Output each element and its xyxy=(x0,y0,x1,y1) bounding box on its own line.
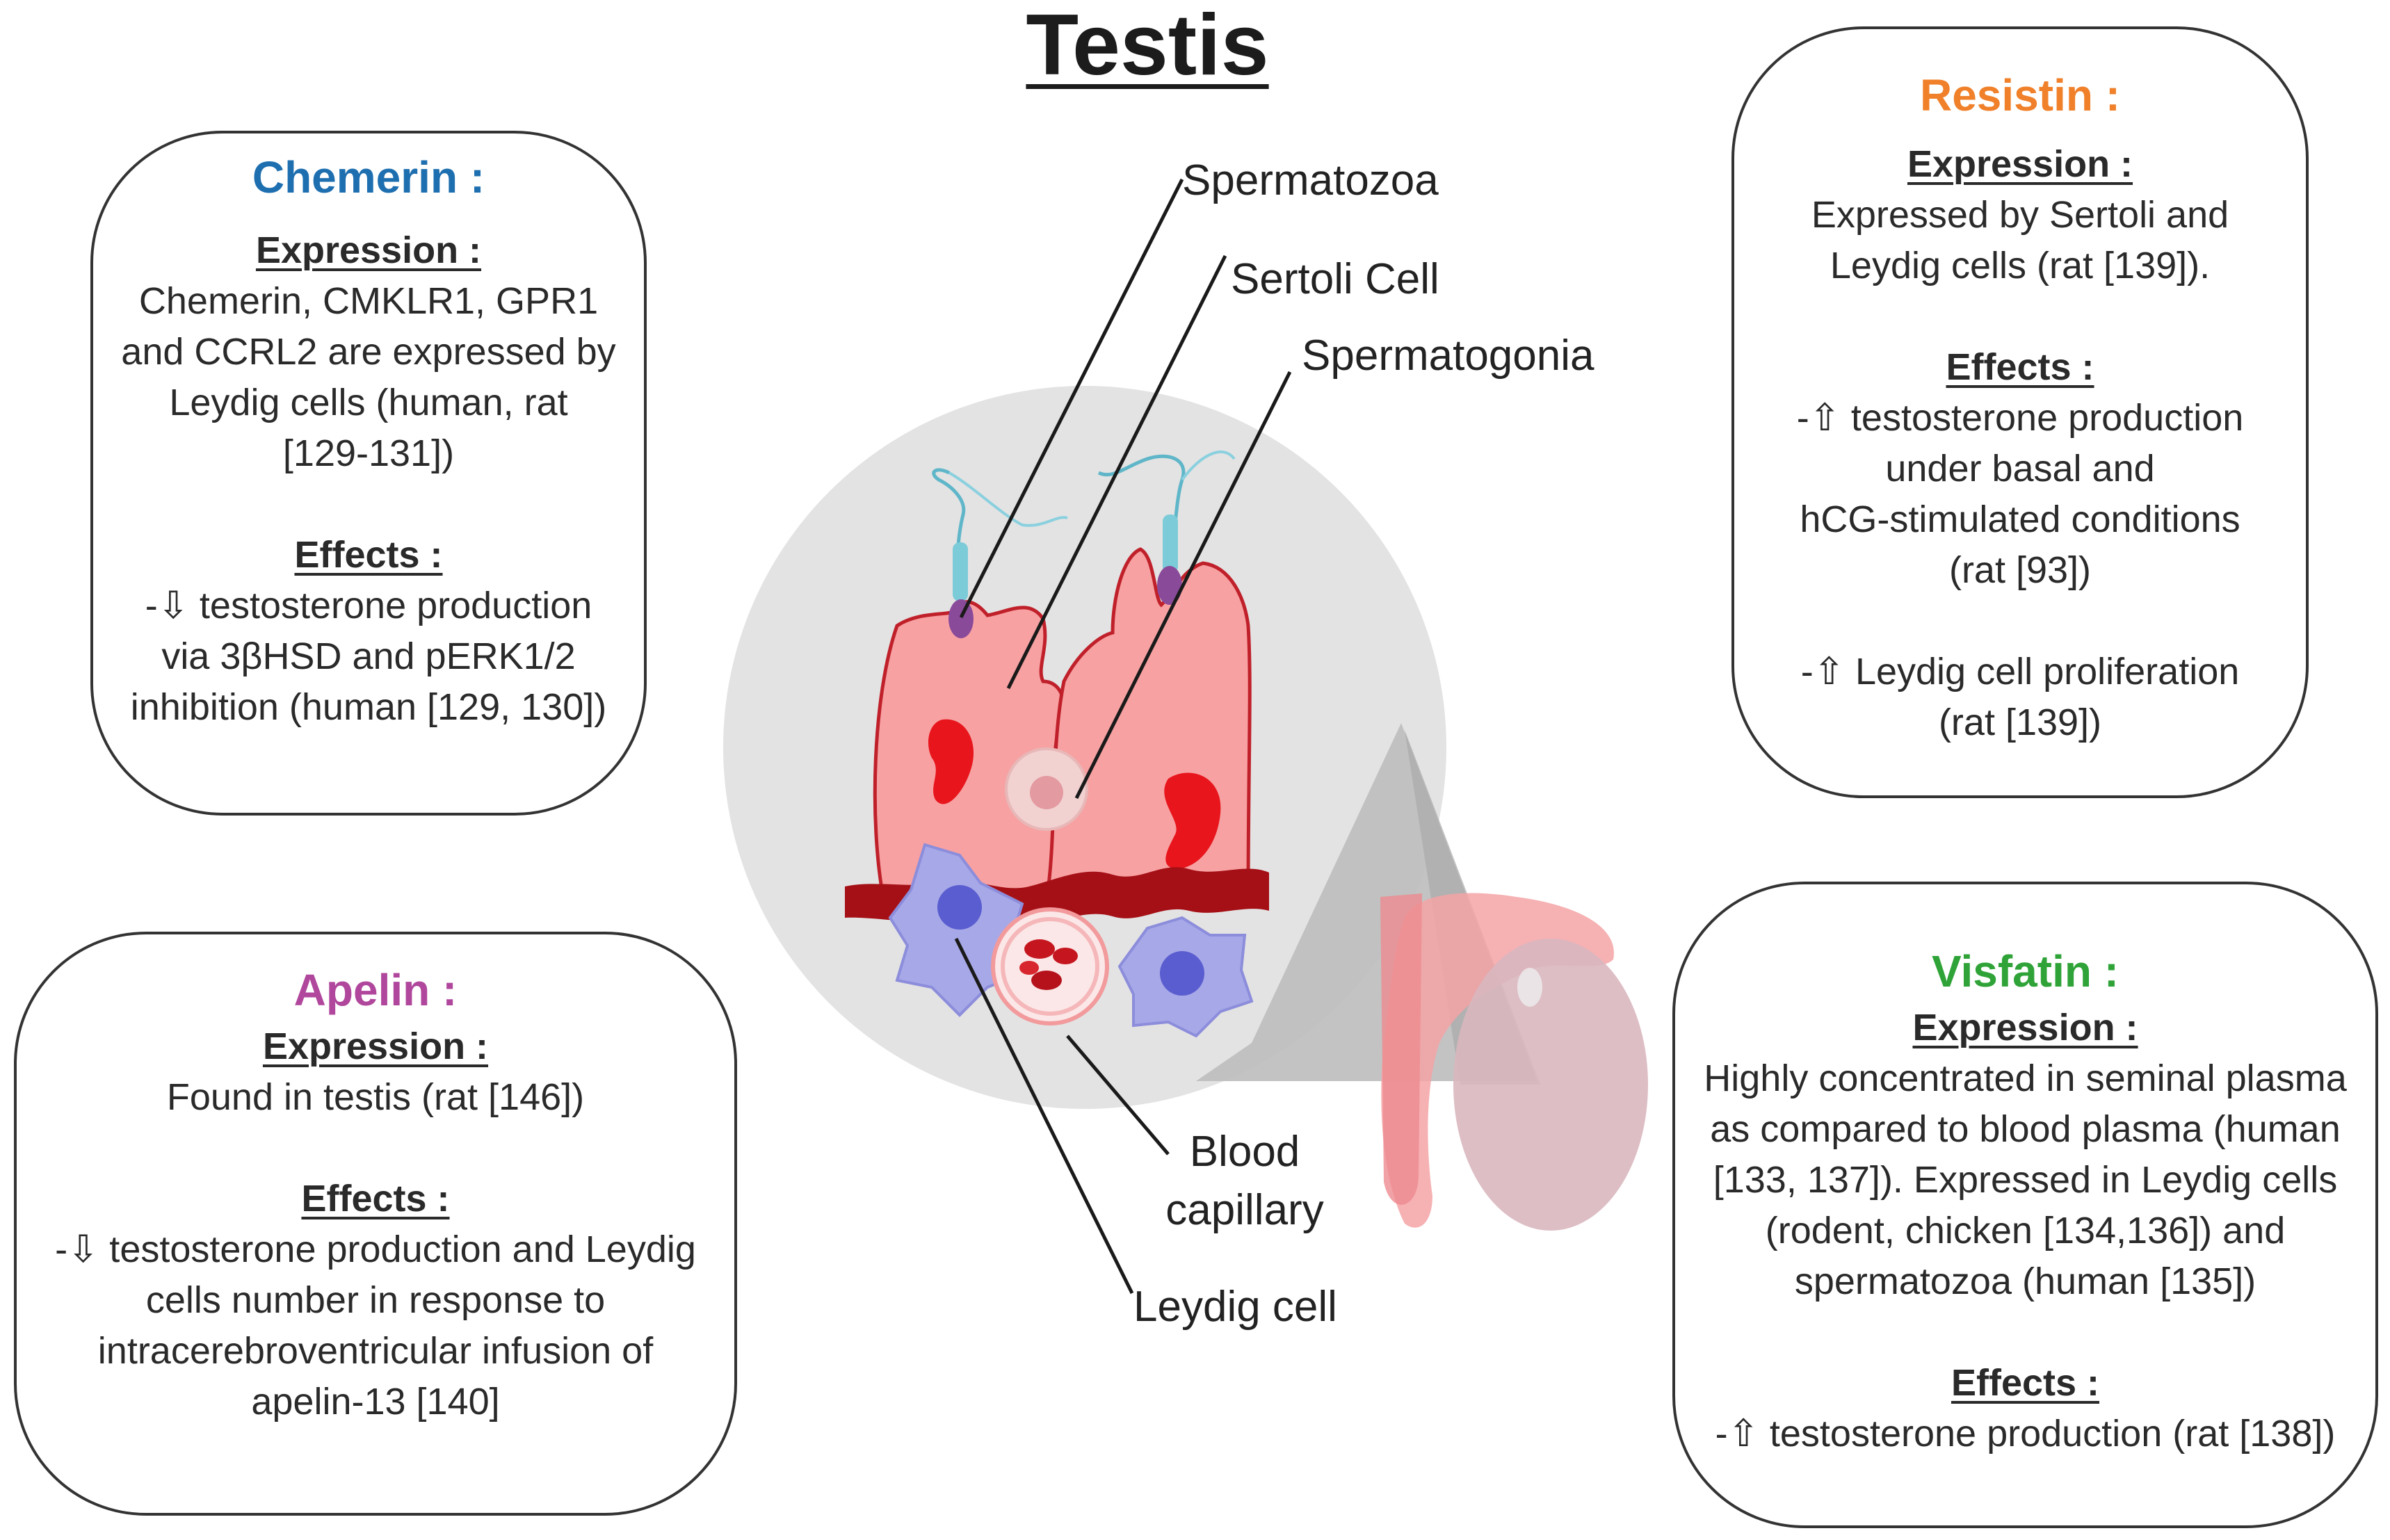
apelin-title: Apelin : xyxy=(293,965,458,1015)
resistin-box: Resistin : Expression : Expressed by Ser… xyxy=(1731,26,2309,798)
chemerin-effects-heading: Effects : xyxy=(294,534,443,576)
spermatozoa xyxy=(932,451,1236,638)
visfatin-title: Visfatin : xyxy=(1931,946,2119,996)
visfatin-expression-text: Highly concentrated in seminal plasma as… xyxy=(1704,1057,2347,1302)
visfatin-effects-text: -⇧ testosterone production (rat [138]) xyxy=(1715,1413,2336,1454)
visfatin-expression-heading: Expression : xyxy=(1912,1007,2138,1048)
visfatin-effects-heading: Effects : xyxy=(1951,1362,2100,1404)
chemerin-box: Chemerin : Expression : Chemerin, CMKLR1… xyxy=(90,131,647,816)
apelin-effects-heading: Effects : xyxy=(301,1178,450,1219)
apelin-expression-text: Found in testis (rat [146]) xyxy=(166,1076,585,1118)
page-title: Testis xyxy=(1026,0,1269,93)
sertoli-cells xyxy=(873,547,1252,902)
chemerin-expression-text: Chemerin, CMKLR1, GPR1 and CCRL2 are exp… xyxy=(121,280,616,474)
resistin-expression-heading: Expression : xyxy=(1907,143,2133,185)
resistin-title: Resistin : xyxy=(1919,70,2121,120)
visfatin-box: Visfatin : Expression : Highly concentra… xyxy=(1672,882,2378,1528)
label-spermatozoa: Spermatozoa xyxy=(1182,156,1439,204)
resistin-effects-text-1: -⇧ testosterone production under basal a… xyxy=(1796,397,2244,591)
leader-lines xyxy=(954,178,1292,1295)
chemerin-title: Chemerin : xyxy=(252,152,485,202)
label-spermatogonia: Spermatogonia xyxy=(1302,332,1594,380)
resistin-effects-heading: Effects : xyxy=(1946,346,2094,388)
spermatogonium xyxy=(1005,747,1088,831)
chemerin-effects-text: -⇩ testosterone production via 3βHSD and… xyxy=(130,585,607,728)
testis-organ xyxy=(1380,893,1648,1231)
apelin-expression-heading: Expression : xyxy=(262,1026,489,1067)
leydig-cells xyxy=(888,843,1254,1038)
resistin-effects-text-2: -⇧ Leydig cell proliferation (rat [139]) xyxy=(1800,651,2240,743)
chemerin-expression-heading: Expression : xyxy=(255,229,482,271)
blood-capillary xyxy=(991,907,1109,1026)
apelin-box: Apelin : Expression : Found in testis (r… xyxy=(14,932,737,1516)
resistin-expression-text: Expressed by Sertoli and Leydig cells (r… xyxy=(1811,194,2229,286)
apelin-effects-text: -⇩ testosterone production and Leydig ce… xyxy=(55,1229,696,1423)
label-leydig-cell: Leydig cell xyxy=(1133,1283,1337,1331)
label-sertoli-cell: Sertoli Cell xyxy=(1231,255,1439,303)
label-blood-capillary: Blood capillary xyxy=(1165,1128,1324,1234)
